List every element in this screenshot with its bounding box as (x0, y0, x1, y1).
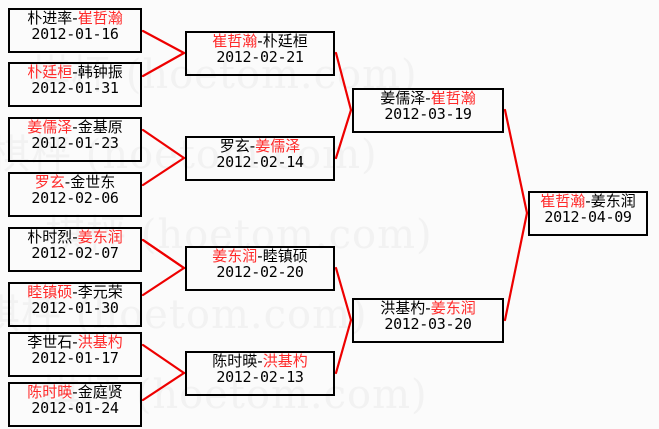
separator: - (64, 173, 71, 191)
player-winner: 朴廷桓 (27, 63, 73, 81)
separator: - (425, 89, 431, 107)
match-date: 2012-02-20 (216, 262, 304, 281)
player-loser: 金基原 (77, 118, 123, 136)
separator: - (257, 352, 263, 370)
match-players: 陈时暎-金庭贤 (10, 383, 140, 401)
match-date: 2012-01-30 (31, 298, 119, 317)
match-date: 2012-01-24 (31, 398, 119, 417)
player-loser: 陈时暎 (212, 352, 258, 370)
player-winner: 洪基杓 (77, 333, 123, 351)
player-winner: 崔哲瀚 (77, 9, 123, 27)
separator: - (72, 228, 78, 246)
player-winner: 罗玄 (34, 173, 65, 191)
match-box-final[interactable]: 崔哲瀚-姜东润 2012-04-09 (528, 191, 648, 236)
player-winner: 崔哲瀚 (212, 32, 258, 50)
match-date: 2012-03-20 (384, 314, 472, 333)
match-box[interactable]: 陈时暎-洪基杓 2012-02-13 (185, 351, 335, 396)
match-players: 罗玄-姜儒泽 (187, 137, 333, 155)
match-players: 崔哲瀚-姜东润 (530, 192, 646, 210)
separator: - (585, 192, 591, 210)
match-box[interactable]: 睦镇硕-李元荣 2012-01-30 (8, 282, 142, 327)
match-box[interactable]: 姜东润-睦镇硕 2012-02-20 (185, 246, 335, 291)
match-box[interactable]: 朴进率-崔哲瀚 2012-01-16 (8, 8, 142, 53)
player-winner: 睦镇硕 (27, 283, 73, 301)
match-date: 2012-01-31 (31, 78, 119, 97)
match-date: 2012-02-14 (216, 152, 304, 171)
separator: - (249, 137, 256, 155)
player-winner: 陈时暎 (27, 383, 73, 401)
match-box[interactable]: 罗玄-姜儒泽 2012-02-14 (185, 136, 335, 181)
separator: - (257, 32, 263, 50)
match-box[interactable]: 洪基杓-姜东润 2012-03-20 (352, 298, 504, 343)
match-players: 姜东润-睦镇硕 (187, 247, 333, 265)
player-winner: 姜儒泽 (27, 118, 73, 136)
match-box[interactable]: 朴时烈-姜东润 2012-02-07 (8, 227, 142, 272)
match-box[interactable]: 崔哲瀚-朴廷桓 2012-02-21 (185, 31, 335, 76)
match-date: 2012-01-17 (31, 348, 119, 367)
match-players: 李世石-洪基杓 (10, 333, 140, 351)
player-loser: 睦镇硕 (262, 247, 308, 265)
player-winner: 崔哲瀚 (540, 192, 586, 210)
match-date: 2012-04-09 (544, 207, 632, 226)
match-players: 姜儒泽-金基原 (10, 118, 140, 136)
separator: - (257, 247, 263, 265)
match-date: 2012-02-06 (31, 188, 119, 207)
match-players: 罗玄-金世东 (10, 173, 140, 191)
match-box[interactable]: 李世石-洪基杓 2012-01-17 (8, 332, 142, 377)
match-box[interactable]: 朴廷桓-韩钟振 2012-01-31 (8, 62, 142, 107)
player-loser: 金世东 (70, 173, 116, 191)
match-date: 2012-01-23 (31, 133, 119, 152)
match-box[interactable]: 陈时暎-金庭贤 2012-01-24 (8, 382, 142, 427)
separator: - (72, 63, 78, 81)
match-date: 2012-02-07 (31, 243, 119, 262)
player-loser: 李元荣 (77, 283, 123, 301)
match-date: 2012-03-19 (384, 104, 472, 123)
player-loser: 李世石 (27, 333, 73, 351)
separator: - (425, 299, 431, 317)
match-players: 朴时烈-姜东润 (10, 228, 140, 246)
player-winner: 姜东润 (212, 247, 258, 265)
match-players: 姜儒泽-崔哲瀚 (354, 89, 502, 107)
player-loser: 姜儒泽 (380, 89, 426, 107)
match-date: 2012-02-21 (216, 47, 304, 66)
separator: - (72, 383, 78, 401)
match-players: 朴进率-崔哲瀚 (10, 9, 140, 27)
player-loser: 朴廷桓 (262, 32, 308, 50)
separator: - (72, 118, 78, 136)
player-winner: 姜东润 (77, 228, 123, 246)
match-date: 2012-01-16 (31, 24, 119, 43)
match-box[interactable]: 姜儒泽-崔哲瀚 2012-03-19 (352, 88, 504, 133)
player-loser: 罗玄 (219, 137, 250, 155)
player-loser: 金庭贤 (77, 383, 123, 401)
separator: - (72, 333, 78, 351)
match-box[interactable]: 姜儒泽-金基原 2012-01-23 (8, 117, 142, 162)
player-loser: 姜东润 (590, 192, 636, 210)
match-players: 睦镇硕-李元荣 (10, 283, 140, 301)
player-loser: 洪基杓 (380, 299, 426, 317)
match-players: 陈时暎-洪基杓 (187, 352, 333, 370)
player-winner: 洪基杓 (262, 352, 308, 370)
match-players: 洪基杓-姜东润 (354, 299, 502, 317)
separator: - (72, 9, 78, 27)
match-players: 崔哲瀚-朴廷桓 (187, 32, 333, 50)
player-loser: 韩钟振 (77, 63, 123, 81)
match-date: 2012-02-13 (216, 367, 304, 386)
match-players: 朴廷桓-韩钟振 (10, 63, 140, 81)
separator: - (72, 283, 78, 301)
player-loser: 朴时烈 (27, 228, 73, 246)
player-winner: 姜东润 (430, 299, 476, 317)
match-box[interactable]: 罗玄-金世东 2012-02-06 (8, 172, 142, 217)
player-winner: 崔哲瀚 (430, 89, 476, 107)
player-winner: 姜儒泽 (255, 137, 301, 155)
player-loser: 朴进率 (27, 9, 73, 27)
